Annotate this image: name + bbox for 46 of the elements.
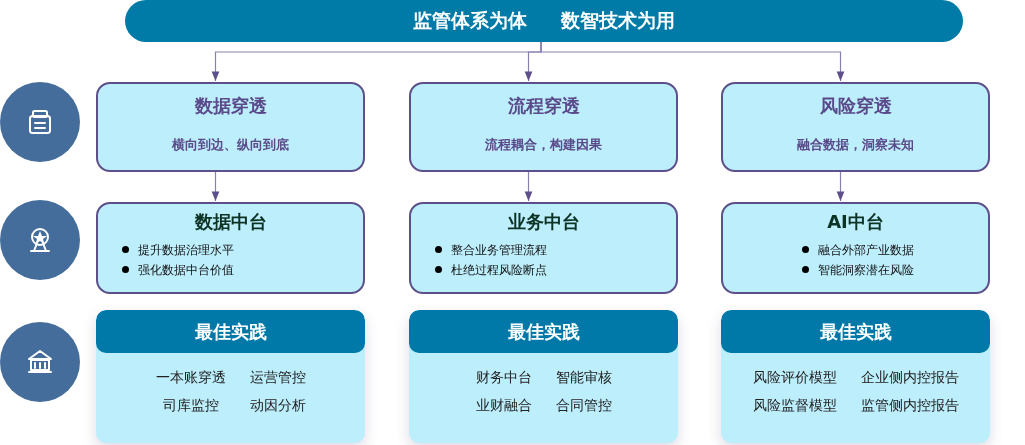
box-title: 数据穿透 bbox=[194, 94, 267, 118]
bullet-item: 智能洞察潜在风险 bbox=[797, 260, 914, 280]
practice-item: 运营管控 bbox=[249, 369, 306, 387]
practice-item: 司库监控 bbox=[161, 397, 220, 415]
practice-item: 监管侧内控报告 bbox=[860, 397, 959, 415]
banner-text: 数智技术为用 bbox=[561, 8, 675, 33]
platform-box bbox=[721, 202, 990, 294]
box-subtitle: 横向到边、纵向到底 bbox=[172, 136, 289, 154]
practice-item: 合同管控 bbox=[555, 397, 612, 415]
practice-item: 智能审核 bbox=[555, 369, 612, 387]
box-subtitle: 融合数据，洞察未知 bbox=[797, 136, 914, 154]
card-header: 最佳实践 bbox=[96, 310, 365, 353]
practice-item: 业财融合 bbox=[475, 397, 532, 415]
box-subtitle: 流程耦合，构建因果 bbox=[485, 136, 602, 154]
banner-text: 监管体系为体 bbox=[413, 8, 527, 33]
box-title: 风险穿透 bbox=[819, 94, 892, 118]
practice-item: 风险评价模型 bbox=[752, 369, 837, 387]
practice-card bbox=[721, 310, 990, 443]
practice-card bbox=[96, 310, 365, 443]
bullet-item: 强化数据中台价值 bbox=[118, 260, 234, 280]
bullet-item: 杜绝过程风险断点 bbox=[431, 260, 547, 280]
box-title: 数据中台 bbox=[193, 210, 268, 234]
card-header: 最佳实践 bbox=[721, 310, 990, 353]
platform-box bbox=[409, 202, 678, 294]
box-title: 流程穿透 bbox=[507, 94, 580, 118]
card-header: 最佳实践 bbox=[409, 310, 678, 353]
box-title: AI中台 bbox=[826, 210, 885, 234]
title-banner bbox=[125, 0, 963, 42]
process-box bbox=[409, 82, 678, 172]
bullet-item: 整合业务管理流程 bbox=[431, 240, 547, 260]
arrow bbox=[540, 41, 845, 82]
process-box bbox=[721, 82, 990, 172]
practice-item: 财务中台 bbox=[475, 369, 532, 387]
bullet-item: 提升数据治理水平 bbox=[118, 240, 234, 260]
practice-item: 动因分析 bbox=[249, 397, 306, 415]
box-title: 业务中台 bbox=[506, 210, 581, 234]
practice-item: 企业侧内控报告 bbox=[860, 369, 959, 387]
platform-box bbox=[96, 202, 365, 294]
process-box bbox=[96, 82, 365, 172]
arrow bbox=[524, 171, 533, 202]
arrow bbox=[211, 171, 220, 202]
practice-item: 风险监督模型 bbox=[752, 397, 837, 415]
bullet-item: 融合外部产业数据 bbox=[797, 240, 914, 260]
practice-card bbox=[409, 310, 678, 443]
arrow bbox=[836, 171, 845, 202]
practice-item: 一本账穿透 bbox=[155, 369, 226, 387]
